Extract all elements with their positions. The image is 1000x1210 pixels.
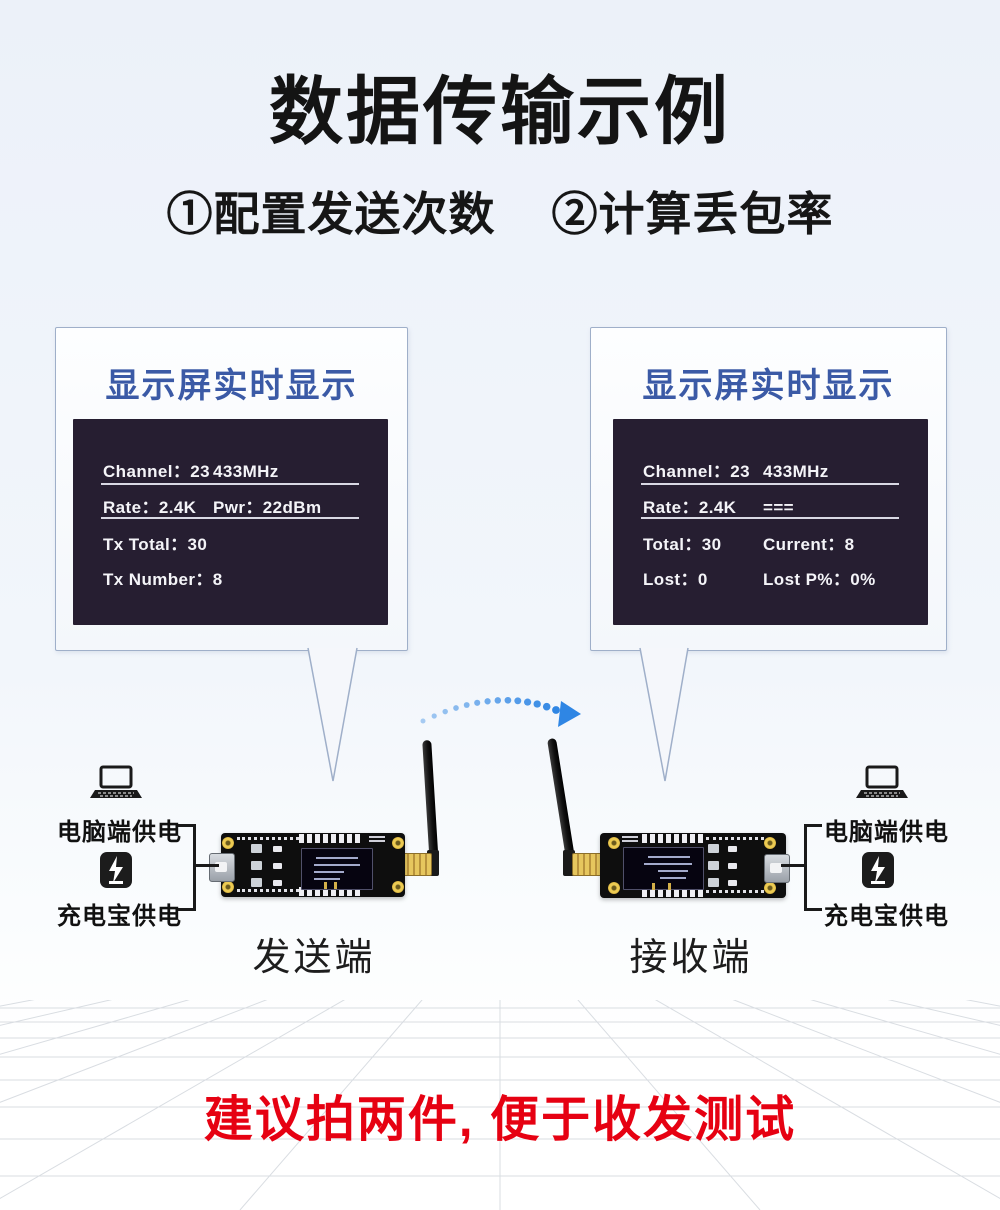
silkscreen-dots	[706, 837, 764, 840]
brand-silkscreen	[369, 836, 385, 844]
component	[251, 861, 262, 870]
callout-pointer-tail	[639, 647, 689, 782]
component	[708, 844, 719, 853]
bracket-line	[193, 864, 219, 867]
bracket-line	[178, 824, 196, 827]
gold-pin	[334, 882, 337, 889]
component	[708, 861, 719, 870]
mount-hole	[608, 882, 620, 894]
component	[728, 863, 737, 869]
gold-pin	[668, 883, 671, 890]
bracket-line	[178, 908, 196, 911]
screen-divider	[101, 517, 359, 519]
screen-divider	[641, 483, 899, 485]
component	[251, 844, 262, 853]
floor-grid	[0, 1000, 1000, 1210]
callout-header: 显示屏实时显示	[642, 367, 895, 405]
screen-divider	[641, 517, 899, 519]
component	[708, 878, 719, 887]
gold-pin	[324, 882, 327, 889]
silkscreen-dots	[706, 890, 764, 893]
component	[251, 878, 262, 887]
step-1: ①配置发送次数	[166, 188, 496, 240]
purchase-note: 建议拍两件, 便于收发测试	[203, 1093, 797, 1147]
power-label-powerbank: 充电宝供电	[57, 903, 182, 930]
powerbank-icon	[100, 852, 132, 888]
pin-header	[642, 888, 704, 897]
laptop-icon	[90, 765, 142, 798]
usb-port	[209, 853, 235, 882]
mount-hole	[392, 881, 404, 893]
laptop-icon	[856, 765, 908, 798]
component	[273, 863, 282, 869]
pin-header	[299, 887, 363, 896]
pcb-receiver	[600, 833, 790, 898]
pin-header	[299, 834, 363, 843]
mount-hole	[764, 882, 776, 894]
page-title: 数据传输示例	[269, 70, 731, 153]
gold-pin	[652, 883, 655, 890]
callout-pointer-tail	[307, 647, 358, 782]
component	[273, 880, 282, 886]
power-label-computer: 电脑端供电	[824, 819, 949, 846]
silkscreen-dots	[237, 837, 299, 840]
bracket-line	[804, 824, 822, 827]
receiver-label: 接收端	[629, 937, 753, 979]
power-label-powerbank: 充电宝供电	[824, 903, 949, 930]
sma-connector	[402, 853, 432, 876]
transmitter-label: 发送端	[252, 937, 376, 979]
arrowhead	[558, 701, 581, 727]
bracket-line	[804, 824, 807, 911]
mount-hole	[764, 837, 776, 849]
subtitle: ①配置发送次数 ②计算丢包率	[0, 178, 1000, 244]
rf-link-arrow	[420, 696, 581, 727]
bracket-line	[804, 908, 822, 911]
powerbank-icon	[862, 852, 894, 888]
usb-port	[764, 854, 790, 883]
bracket-line	[781, 864, 807, 867]
antenna-receiver	[547, 737, 576, 866]
screen-row: Tx Total：30	[103, 535, 208, 554]
onboard-oled	[623, 847, 704, 890]
power-label-computer: 电脑端供电	[57, 819, 182, 846]
sma-connector	[572, 853, 602, 876]
screen-row: Rate：2.4K===	[643, 498, 794, 517]
bracket-line	[193, 824, 196, 911]
screen-divider	[101, 483, 359, 485]
callout-header: 显示屏实时显示	[105, 367, 358, 405]
mount-hole	[222, 881, 234, 893]
silkscreen-dots	[237, 889, 299, 892]
onboard-oled	[301, 848, 373, 890]
component	[728, 880, 737, 886]
component	[728, 846, 737, 852]
brand-silkscreen	[622, 836, 638, 844]
step-2: ②计算丢包率	[551, 188, 834, 240]
mount-hole	[608, 837, 620, 849]
pin-header	[642, 834, 704, 843]
mount-hole	[222, 837, 234, 849]
pcb-transmitter	[209, 833, 405, 897]
mount-hole	[392, 837, 404, 849]
component	[273, 846, 282, 852]
screen-row: Tx Number：8	[103, 570, 223, 589]
